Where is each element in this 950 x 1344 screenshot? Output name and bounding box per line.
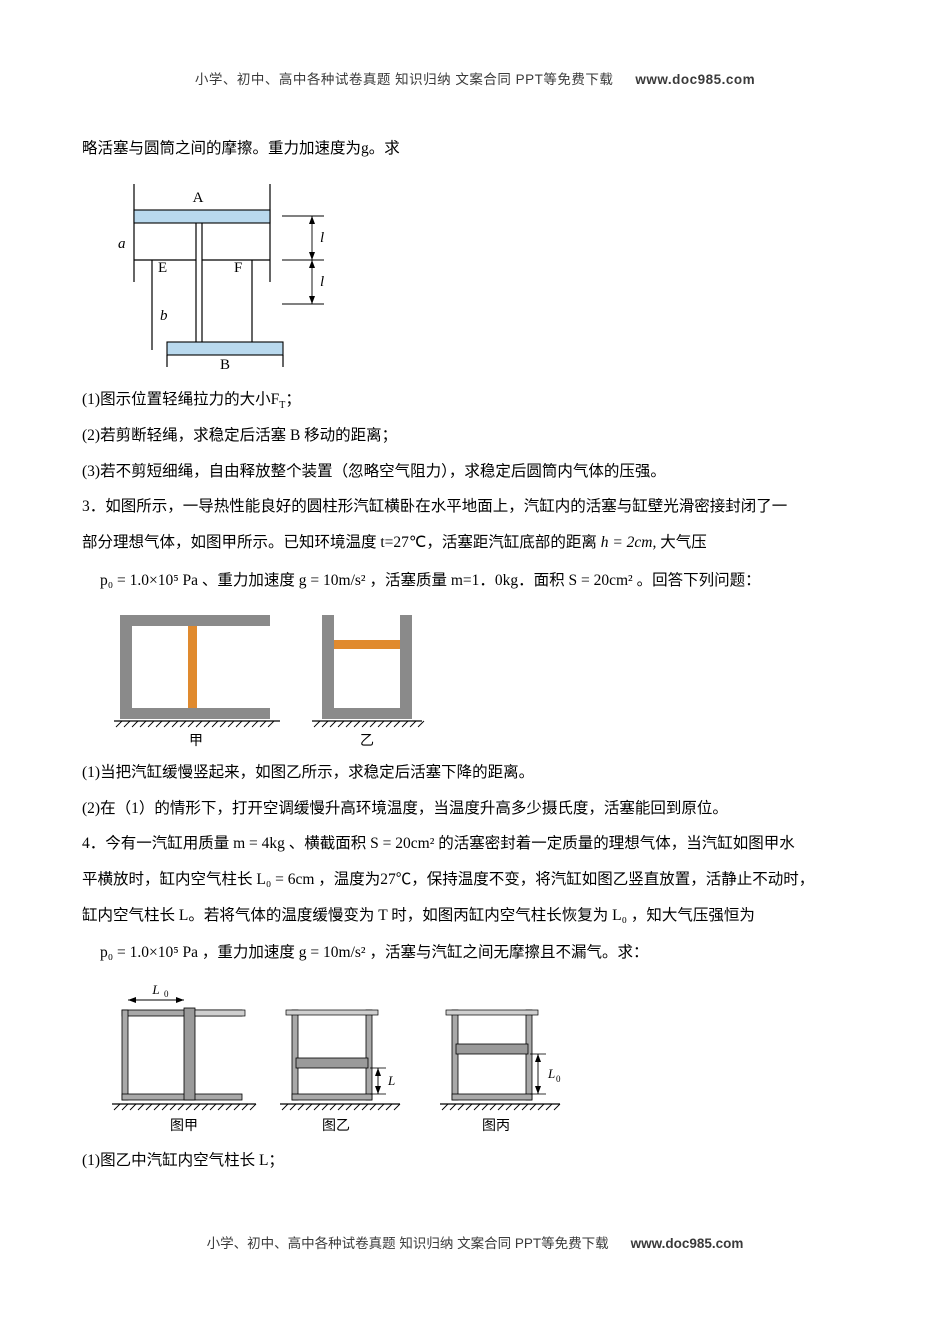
q-prev-1-sub: T <box>279 399 286 411</box>
q-prev-1-text: (1)图示位置轻绳拉力的大小F <box>82 390 280 408</box>
figure-3-bing: L 0 图丙 <box>440 1009 561 1134</box>
problem4-line-a: 4．今有一汽缸用质量 m = 4kg 、横截面积 S = 20cm² 的活塞密封… <box>82 835 795 853</box>
figure-3-label-bing: 图丙 <box>482 1119 510 1134</box>
problem3-line-b-tail: 大气压 <box>660 533 707 551</box>
svg-text:l: l <box>320 230 324 246</box>
figure-2: 甲 <box>100 605 868 750</box>
svg-text:E: E <box>158 260 167 276</box>
svg-text:l: l <box>320 274 324 290</box>
document-body: 略活塞与圆筒之间的摩擦。重力加速度为g。求 A E <box>82 88 868 1174</box>
figure-3: L 0 图甲 <box>100 978 868 1138</box>
svg-text:0: 0 <box>164 989 169 999</box>
svg-text:F: F <box>234 260 242 276</box>
figure-2-svg: 甲 <box>114 615 425 749</box>
problem3-sub2: (2)在（1）的情形下，打开空调缓慢升高环境温度，当温度升高多少摄氏度，活塞能回… <box>82 799 728 817</box>
question-prev-2: (2)若剪断轻绳，求稳定后活塞 B 移动的距离； <box>82 426 398 444</box>
figure-1: A E F a b B <box>112 172 868 377</box>
figure-3-label-yi: 图乙 <box>322 1118 350 1134</box>
figure-2-label-jia: 甲 <box>189 734 203 749</box>
problem3-line-b: 部分理想气体，如图甲所示。已知环境温度 t=27℃，活塞距汽缸底部的距离 h =… <box>82 530 868 557</box>
problem3-sub1: (1)当把汽缸缓慢竖起来，如图乙所示，求稳定后活塞下降的距离。 <box>82 764 535 781</box>
figure-1-svg: A E F a b B <box>118 183 324 373</box>
figure-2-label-yi: 乙 <box>360 733 374 749</box>
svg-text:0: 0 <box>556 1074 561 1084</box>
problem4-math: p₀ = 1.0×10⁵ Pa ，重力加速度 g = 10m/s² ，活塞与汽缸… <box>100 944 649 962</box>
q-prev-1-tail: ； <box>285 390 301 408</box>
page-footer: 小学、初中、高中各种试卷真题 知识归纳 文案合同 PPT等免费下载 www.doc… <box>0 1232 950 1252</box>
svg-text:L: L <box>151 982 159 997</box>
problem3-line-b-text: 部分理想气体，如图甲所示。已知环境温度 t=27℃，活塞距汽缸底部的距离 <box>82 533 597 551</box>
figure-3-jia: L 0 图甲 <box>112 982 257 1134</box>
problem4-line-c: 缸内空气柱长 L。若将气体的温度缓慢变为 T 时，如图丙缸内空气柱长恢复为 L₀… <box>82 906 755 924</box>
header-url: www.doc985.com <box>635 72 756 87</box>
page-header: 小学、初中、高中各种试卷真题 知识归纳 文案合同 PPT等免费下载 www.doc… <box>82 0 868 88</box>
svg-text:L: L <box>547 1066 555 1081</box>
problem3-math: p₀ = 1.0×10⁵ Pa 、重力加速度 g = 10m/s² ，活塞质量 … <box>100 571 761 589</box>
problem4-line-b: 平横放时，缸内空气柱长 L₀ = 6cm ，温度为27℃，保持温度不变，将汽缸如… <box>82 870 815 888</box>
problem4-sub1: (1)图乙中汽缸内空气柱长 L； <box>82 1151 284 1169</box>
figure-2-jia: 甲 <box>114 615 280 749</box>
footer-url: www.doc985.com <box>630 1236 744 1251</box>
svg-text:b: b <box>160 308 168 324</box>
svg-text:B: B <box>220 357 230 373</box>
header-text: 小学、初中、高中各种试卷真题 知识归纳 文案合同 PPT等免费下载 <box>194 72 614 87</box>
question-prev-1: (1)图示位置轻绳拉力的大小FT； <box>82 387 868 414</box>
figure-3-yi: L 图乙 <box>280 1009 401 1134</box>
svg-text:A: A <box>193 190 204 206</box>
line-top: 略活塞与圆筒之间的摩擦。重力加速度为g。求 <box>82 140 400 157</box>
figure-2-yi: 乙 <box>312 615 425 749</box>
question-prev-3: (3)若不剪短细绳，自由释放整个装置（忽略空气阻力），求稳定后圆筒内气体的压强。 <box>82 462 666 480</box>
problem3-line-a: 3．如图所示，一导热性能良好的圆柱形汽缸横卧在水平地面上，汽缸内的活塞与缸壁光滑… <box>82 498 788 516</box>
figure-3-label-jia: 图甲 <box>170 1119 198 1134</box>
footer-text: 小学、初中、高中各种试卷真题 知识归纳 文案合同 PPT等免费下载 <box>206 1236 609 1251</box>
svg-text:a: a <box>118 236 126 252</box>
svg-text:L: L <box>387 1073 395 1088</box>
problem3-h-expr: h = 2cm, <box>600 533 657 551</box>
figure-3-svg: L 0 图甲 <box>112 982 561 1134</box>
